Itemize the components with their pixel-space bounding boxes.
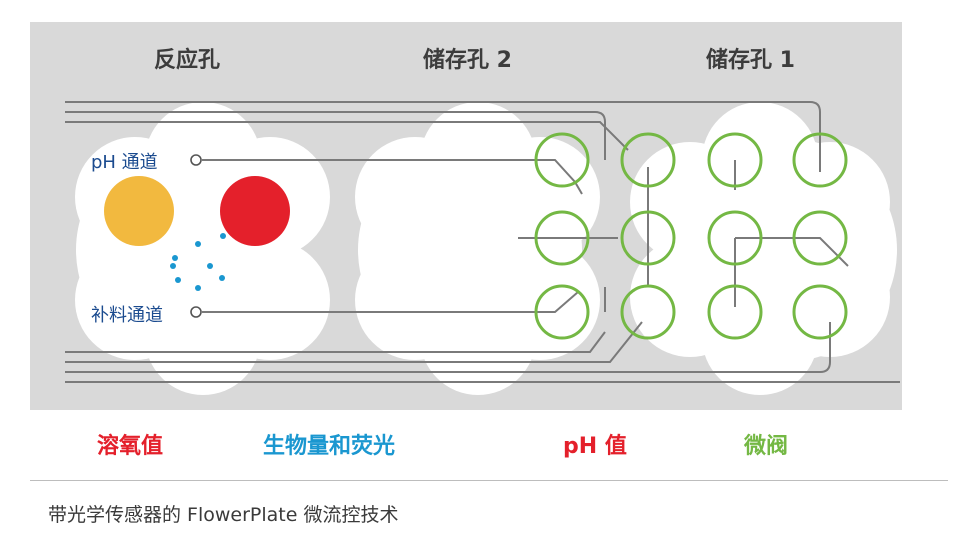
micro-valves bbox=[534, 132, 848, 340]
ph-port bbox=[190, 154, 202, 166]
top-channel-2 bbox=[65, 111, 606, 160]
feed-channel bbox=[202, 291, 579, 313]
reservoir-2-title: 储存孔 2 bbox=[423, 48, 512, 73]
biomass-sensor bbox=[170, 233, 226, 291]
bottom-channel-1 bbox=[65, 331, 606, 353]
bottom-channel-3 bbox=[65, 322, 831, 373]
legend-biomass: 生物量和荧光 bbox=[263, 434, 396, 459]
flower-wells bbox=[75, 102, 897, 395]
divider bbox=[30, 480, 948, 481]
figure-caption: 带光学传感器的 FlowerPlate 微流控技术 bbox=[48, 504, 399, 526]
reservoir-1-well bbox=[630, 102, 897, 395]
legend-oxygen: 溶氧值 bbox=[97, 434, 164, 459]
ph-channel bbox=[202, 159, 583, 195]
valve bbox=[707, 210, 763, 266]
valve bbox=[792, 210, 848, 266]
oxygen-sensor bbox=[104, 176, 174, 246]
valve bbox=[534, 132, 590, 188]
reservoir-1-title: 储存孔 1 bbox=[706, 48, 795, 73]
ph-sensor bbox=[220, 176, 290, 246]
legend-valve: 微阀 bbox=[744, 434, 789, 459]
channel-lines bbox=[65, 101, 900, 383]
valve bbox=[792, 284, 848, 340]
flowerplate-diagram bbox=[65, 101, 900, 395]
valve bbox=[620, 132, 676, 188]
valve bbox=[534, 284, 590, 340]
feed-channel-label: 补料通道 bbox=[91, 305, 163, 326]
top-channel-3 bbox=[65, 121, 629, 151]
valve bbox=[620, 210, 676, 266]
valve bbox=[620, 284, 676, 340]
ph-channel-label: pH 通道 bbox=[91, 152, 158, 173]
feed-port bbox=[190, 306, 202, 318]
valve bbox=[707, 284, 763, 340]
bottom-channel-2 bbox=[65, 321, 643, 363]
reaction-well-title: 反应孔 bbox=[154, 48, 221, 73]
legend-ph: pH 值 bbox=[563, 434, 627, 459]
valve bbox=[534, 210, 590, 266]
valve bbox=[707, 132, 763, 188]
reaction-well bbox=[75, 102, 330, 395]
channel-ports bbox=[190, 154, 202, 318]
top-channel-1 bbox=[65, 101, 821, 160]
valve bbox=[792, 132, 848, 188]
